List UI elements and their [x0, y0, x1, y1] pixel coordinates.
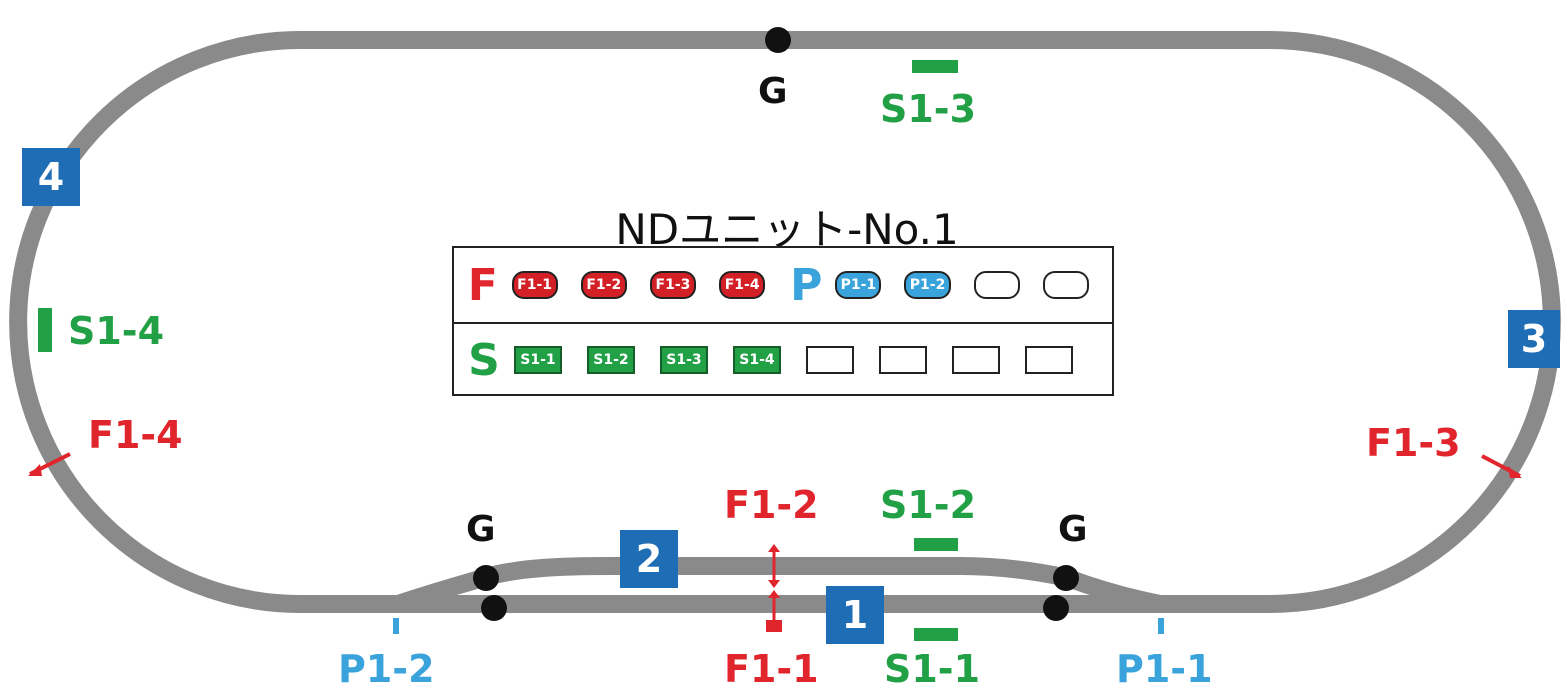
p-header: P	[790, 259, 823, 311]
nd-unit-panel: F F1-1 F1-2 F1-3 F1-4 P P1-1 P1-2 S S1-1…	[452, 246, 1114, 396]
s-slot-2: S1-2	[587, 346, 635, 374]
f-slot-1: F1-1	[511, 271, 558, 299]
s-slot-7	[952, 346, 1000, 374]
f-header: F	[467, 259, 498, 311]
block-4-badge: 4	[22, 148, 80, 206]
f-slot-4: F1-4	[719, 271, 766, 299]
unit-row-s: S S1-1 S1-2 S1-3 S1-4	[454, 323, 1112, 397]
feeder-f1-2-label: F1-2	[724, 483, 819, 527]
sensor-s1-3-label: S1-3	[880, 87, 977, 131]
sensor-s1-3-mark	[912, 60, 958, 73]
p-slot-1: P1-1	[835, 271, 882, 299]
block-1-badge: 1	[826, 586, 884, 644]
sensor-s1-1-label: S1-1	[884, 647, 981, 691]
power-p1-1-label: P1-1	[1116, 647, 1213, 691]
sensor-s1-2-label: S1-2	[880, 483, 977, 527]
feeder-f1-1-label: F1-1	[724, 647, 819, 691]
unit-title: NDユニット-No.1	[615, 205, 959, 254]
gap-left-upper	[473, 565, 499, 591]
gap-right-lower	[1043, 595, 1069, 621]
power-p1-2-mark	[393, 618, 399, 634]
sensor-s1-2-mark	[914, 538, 958, 551]
s-slot-8	[1025, 346, 1073, 374]
power-p1-2-label: P1-2	[338, 647, 435, 691]
feeder-f1-4-label: F1-4	[88, 413, 183, 457]
s-slot-6	[879, 346, 927, 374]
p-slot-2: P1-2	[904, 271, 951, 299]
gap-label-left: G	[466, 509, 496, 550]
gap-left-lower	[481, 595, 507, 621]
s-slot-4: S1-4	[733, 346, 781, 374]
sensor-s1-4-label: S1-4	[68, 309, 165, 353]
gap-right-upper	[1053, 565, 1079, 591]
gap-top	[765, 27, 791, 53]
p-slot-4	[1042, 271, 1090, 299]
p-slot-3	[973, 271, 1020, 299]
sensor-s1-4-mark	[38, 308, 52, 352]
f-slot-3: F1-3	[649, 271, 697, 299]
f-slot-2: F1-2	[580, 271, 627, 299]
s-header: S	[468, 334, 500, 386]
unit-row-fp: F F1-1 F1-2 F1-3 F1-4 P P1-1 P1-2	[454, 248, 1112, 324]
block-2-badge: 2	[620, 530, 678, 588]
gap-label-right: G	[1058, 509, 1088, 550]
gap-label-top: G	[758, 71, 788, 112]
power-p1-1-mark	[1158, 618, 1164, 634]
feeder-f1-3-label: F1-3	[1366, 421, 1461, 465]
s-slot-5	[806, 346, 854, 374]
s-slot-3: S1-3	[660, 346, 708, 374]
sensor-s1-1-mark	[914, 628, 958, 641]
block-3-badge: 3	[1508, 310, 1560, 368]
s-slot-1: S1-1	[514, 346, 562, 374]
